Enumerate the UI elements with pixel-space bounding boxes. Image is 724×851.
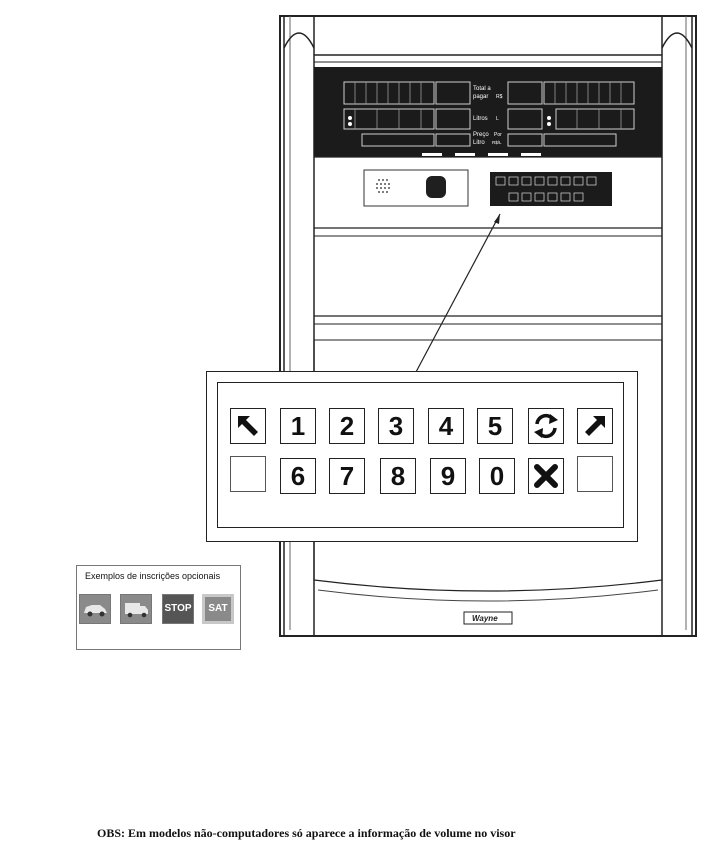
- key-1-label: 1: [290, 410, 306, 441]
- footnote-obs: OBS: Em modelos não-computadores só apar…: [97, 826, 516, 840]
- display-right-digits: [507, 81, 635, 147]
- key-arrow-up-left[interactable]: [230, 408, 266, 444]
- optional-truck: [120, 594, 152, 624]
- cancel-x-icon: [534, 464, 558, 488]
- display-left-digits: [343, 81, 471, 147]
- truck-icon: [125, 603, 148, 618]
- optional-car: [79, 594, 111, 624]
- display-row2-label: Litros: [473, 116, 488, 122]
- keypad-callout-inner: [217, 382, 624, 528]
- display-row1-label-a: Total a: [473, 86, 491, 92]
- key-5-label: 5: [487, 410, 503, 441]
- nozzle-icon-right: [547, 116, 551, 120]
- key-7[interactable]: 7: [329, 458, 365, 494]
- speaker-plate: [363, 169, 469, 207]
- display-row3-label-a: Preço: [473, 132, 489, 138]
- display-row1-unit: R$: [496, 94, 503, 100]
- key-0[interactable]: 0: [479, 458, 515, 494]
- key-7-label: 7: [339, 460, 355, 491]
- display-row3-label-b: Litro: [473, 140, 485, 146]
- key-blank-left[interactable]: [230, 456, 266, 492]
- stop-label: STOP: [164, 603, 192, 614]
- key-0-label: 0: [489, 460, 505, 491]
- display-row1-label-b: pagar: [473, 94, 488, 100]
- arrow-up-left-icon: [238, 416, 258, 436]
- key-2[interactable]: 2: [329, 408, 365, 444]
- nozzle-icon-left: [348, 116, 352, 120]
- key-5[interactable]: 5: [477, 408, 513, 444]
- keypad-callout: [206, 371, 638, 542]
- key-cancel[interactable]: [528, 458, 564, 494]
- display-row3-unit-b: R$/L: [492, 140, 502, 145]
- mini-keypad: [490, 172, 612, 206]
- key-9[interactable]: 9: [430, 458, 466, 494]
- callout-pointer: [415, 213, 501, 373]
- lower-door: [313, 340, 663, 592]
- cabinet-left-column: [283, 15, 315, 637]
- key-4[interactable]: 4: [428, 408, 464, 444]
- key-8-label: 8: [390, 460, 406, 491]
- card-reader-icon: [426, 176, 446, 198]
- arrow-up-right-icon: [585, 416, 605, 436]
- key-3[interactable]: 3: [378, 408, 414, 444]
- display-panel: [314, 67, 662, 157]
- key-9-label: 9: [440, 460, 456, 491]
- brand-badge: [463, 611, 513, 625]
- key-arrow-up-right[interactable]: [577, 408, 613, 444]
- key-blank-right[interactable]: [577, 456, 613, 492]
- display-row2-unit: L: [496, 116, 499, 122]
- brand-label: Wayne: [472, 614, 498, 623]
- refresh-icon: [534, 413, 558, 439]
- key-refresh[interactable]: [528, 408, 564, 444]
- key-8[interactable]: 8: [380, 458, 416, 494]
- speaker-icon: [376, 179, 390, 193]
- key-6[interactable]: 6: [280, 458, 316, 494]
- key-1[interactable]: 1: [280, 408, 316, 444]
- sat-label: SAT: [208, 603, 228, 614]
- key-3-label: 3: [388, 410, 404, 441]
- car-icon: [84, 605, 107, 617]
- key-2-label: 2: [339, 410, 355, 441]
- cabinet-right-column: [661, 15, 693, 637]
- key-6-label: 6: [290, 460, 306, 491]
- display-row3-unit-a: Por: [494, 132, 502, 138]
- optional-sat: SAT: [202, 594, 234, 624]
- optional-stop: STOP: [162, 594, 194, 624]
- optional-inscriptions-title: Exemplos de inscrições opcionais: [85, 571, 221, 581]
- cabinet-outer: [279, 15, 697, 637]
- key-4-label: 4: [438, 410, 454, 441]
